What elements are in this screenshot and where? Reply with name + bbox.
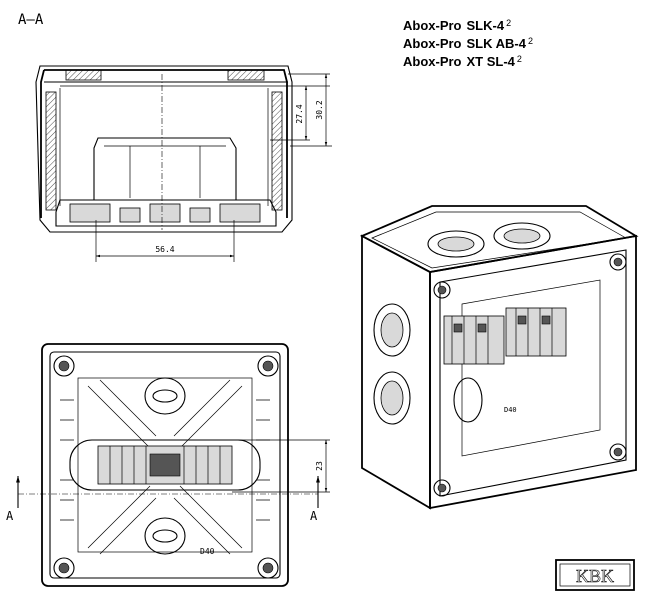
kbk-logo: KBK xyxy=(555,559,635,591)
cut-marker-right: A xyxy=(310,509,318,523)
cut-marker-left: A xyxy=(6,509,14,523)
dim-height-terminal: 23 xyxy=(315,461,324,471)
iso-terminal-right xyxy=(505,307,567,357)
isometric-view: D40 xyxy=(359,205,639,510)
terminal-block xyxy=(69,439,261,491)
corner-screw-bl xyxy=(53,557,75,579)
plan-view: 23 A A D40 xyxy=(6,343,330,587)
logo-text: KBK xyxy=(576,566,614,586)
corner-screw-br xyxy=(257,557,279,579)
dim-width-terminal: 56.4 xyxy=(155,245,174,254)
iso-terminal-left xyxy=(443,315,505,365)
section-view: 27.4 30.2 56.4 xyxy=(35,65,332,262)
corner-screw-tl xyxy=(53,355,75,377)
part-mark-iso: D40 xyxy=(504,406,517,414)
dim-depth-outer: 30.2 xyxy=(315,100,324,119)
section-label: A–A xyxy=(18,12,44,28)
dim-depth-inner: 27.4 xyxy=(295,104,304,123)
part-mark-plan: D40 xyxy=(200,547,215,556)
corner-screw-tr xyxy=(257,355,279,377)
